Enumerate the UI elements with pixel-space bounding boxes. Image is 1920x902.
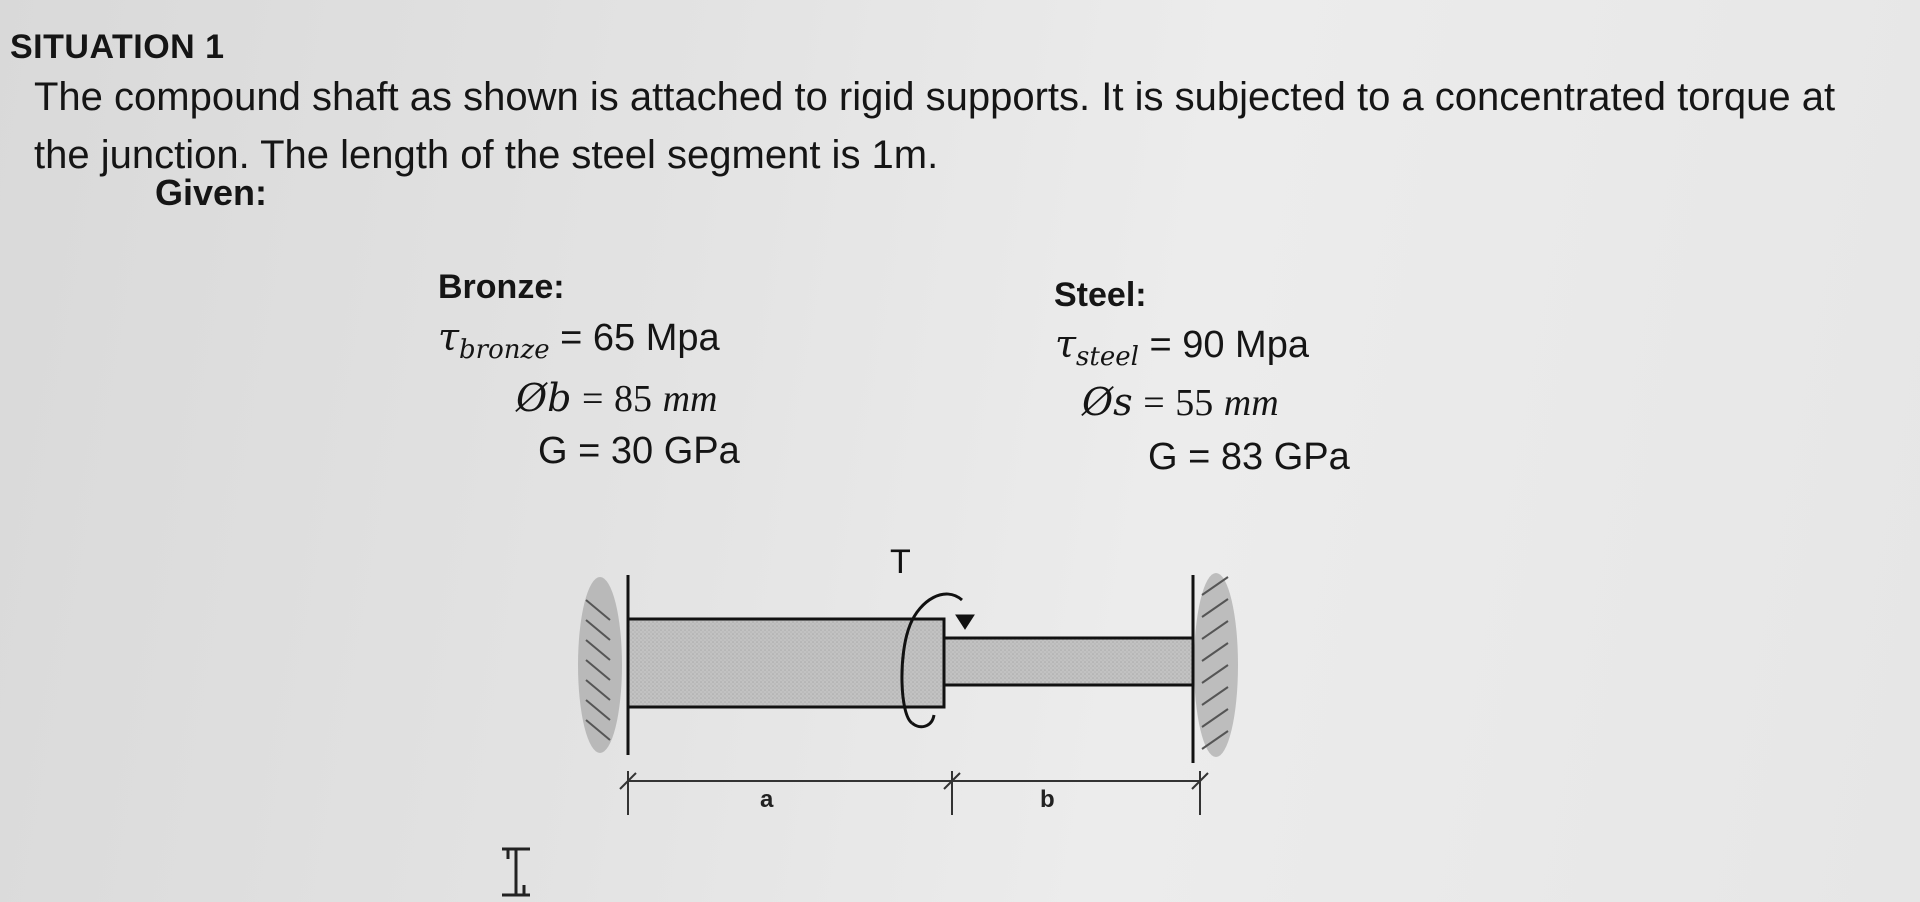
- segment-a-label: a: [760, 786, 774, 813]
- steel-diameter: Øs = 55 mm: [1082, 380, 1279, 425]
- torque-label: T: [890, 545, 911, 581]
- bronze-segment: [626, 617, 946, 709]
- steel-diameter-unit: mm: [1223, 382, 1279, 424]
- steel-shear-modulus: G = 83 GPa: [1148, 436, 1350, 478]
- steel-tau-symbol: τ: [1055, 322, 1077, 366]
- steel-diameter-value: 55: [1175, 382, 1214, 424]
- situation-heading: SITUATION 1: [10, 28, 225, 66]
- bronze-shear-modulus: G = 30 GPa: [538, 430, 740, 472]
- problem-statement: The compound shaft as shown is attached …: [34, 75, 1836, 177]
- compound-shaft-diagram: T a b: [578, 545, 1238, 815]
- steel-header: Steel:: [1054, 276, 1147, 314]
- bronze-diameter-value: 85: [614, 378, 653, 420]
- bronze-tau-value: = 65 Mpa: [560, 317, 720, 359]
- dimension-line: [619, 771, 1209, 815]
- segment-b-label: b: [1040, 786, 1055, 813]
- bronze-shear-stress: τbronze = 65 Mpa: [438, 315, 720, 365]
- bronze-diameter-eq: =: [582, 378, 604, 420]
- torque-arrow: [900, 592, 975, 729]
- steel-tau-value: = 90 Mpa: [1149, 324, 1309, 366]
- bronze-diameter-symbol: Øb: [516, 376, 572, 420]
- steel-diameter-eq: =: [1143, 382, 1165, 424]
- given-label: Given:: [155, 172, 268, 213]
- steel-diameter-symbol: Øs: [1082, 380, 1133, 424]
- bronze-diameter: Øb = 85 mm: [516, 376, 718, 421]
- bronze-diameter-unit: mm: [662, 378, 718, 420]
- text-cursor-icon: [502, 847, 530, 897]
- bronze-tau-subscript: bronze: [459, 335, 550, 365]
- bronze-tau-symbol: τ: [438, 315, 460, 359]
- steel-tau-subscript: steel: [1076, 342, 1139, 372]
- right-rigid-support: [1191, 573, 1238, 763]
- left-rigid-support: [578, 575, 630, 755]
- steel-segment: [942, 636, 1195, 687]
- steel-shear-stress: τsteel = 90 Mpa: [1055, 322, 1309, 372]
- bronze-header: Bronze:: [438, 268, 565, 306]
